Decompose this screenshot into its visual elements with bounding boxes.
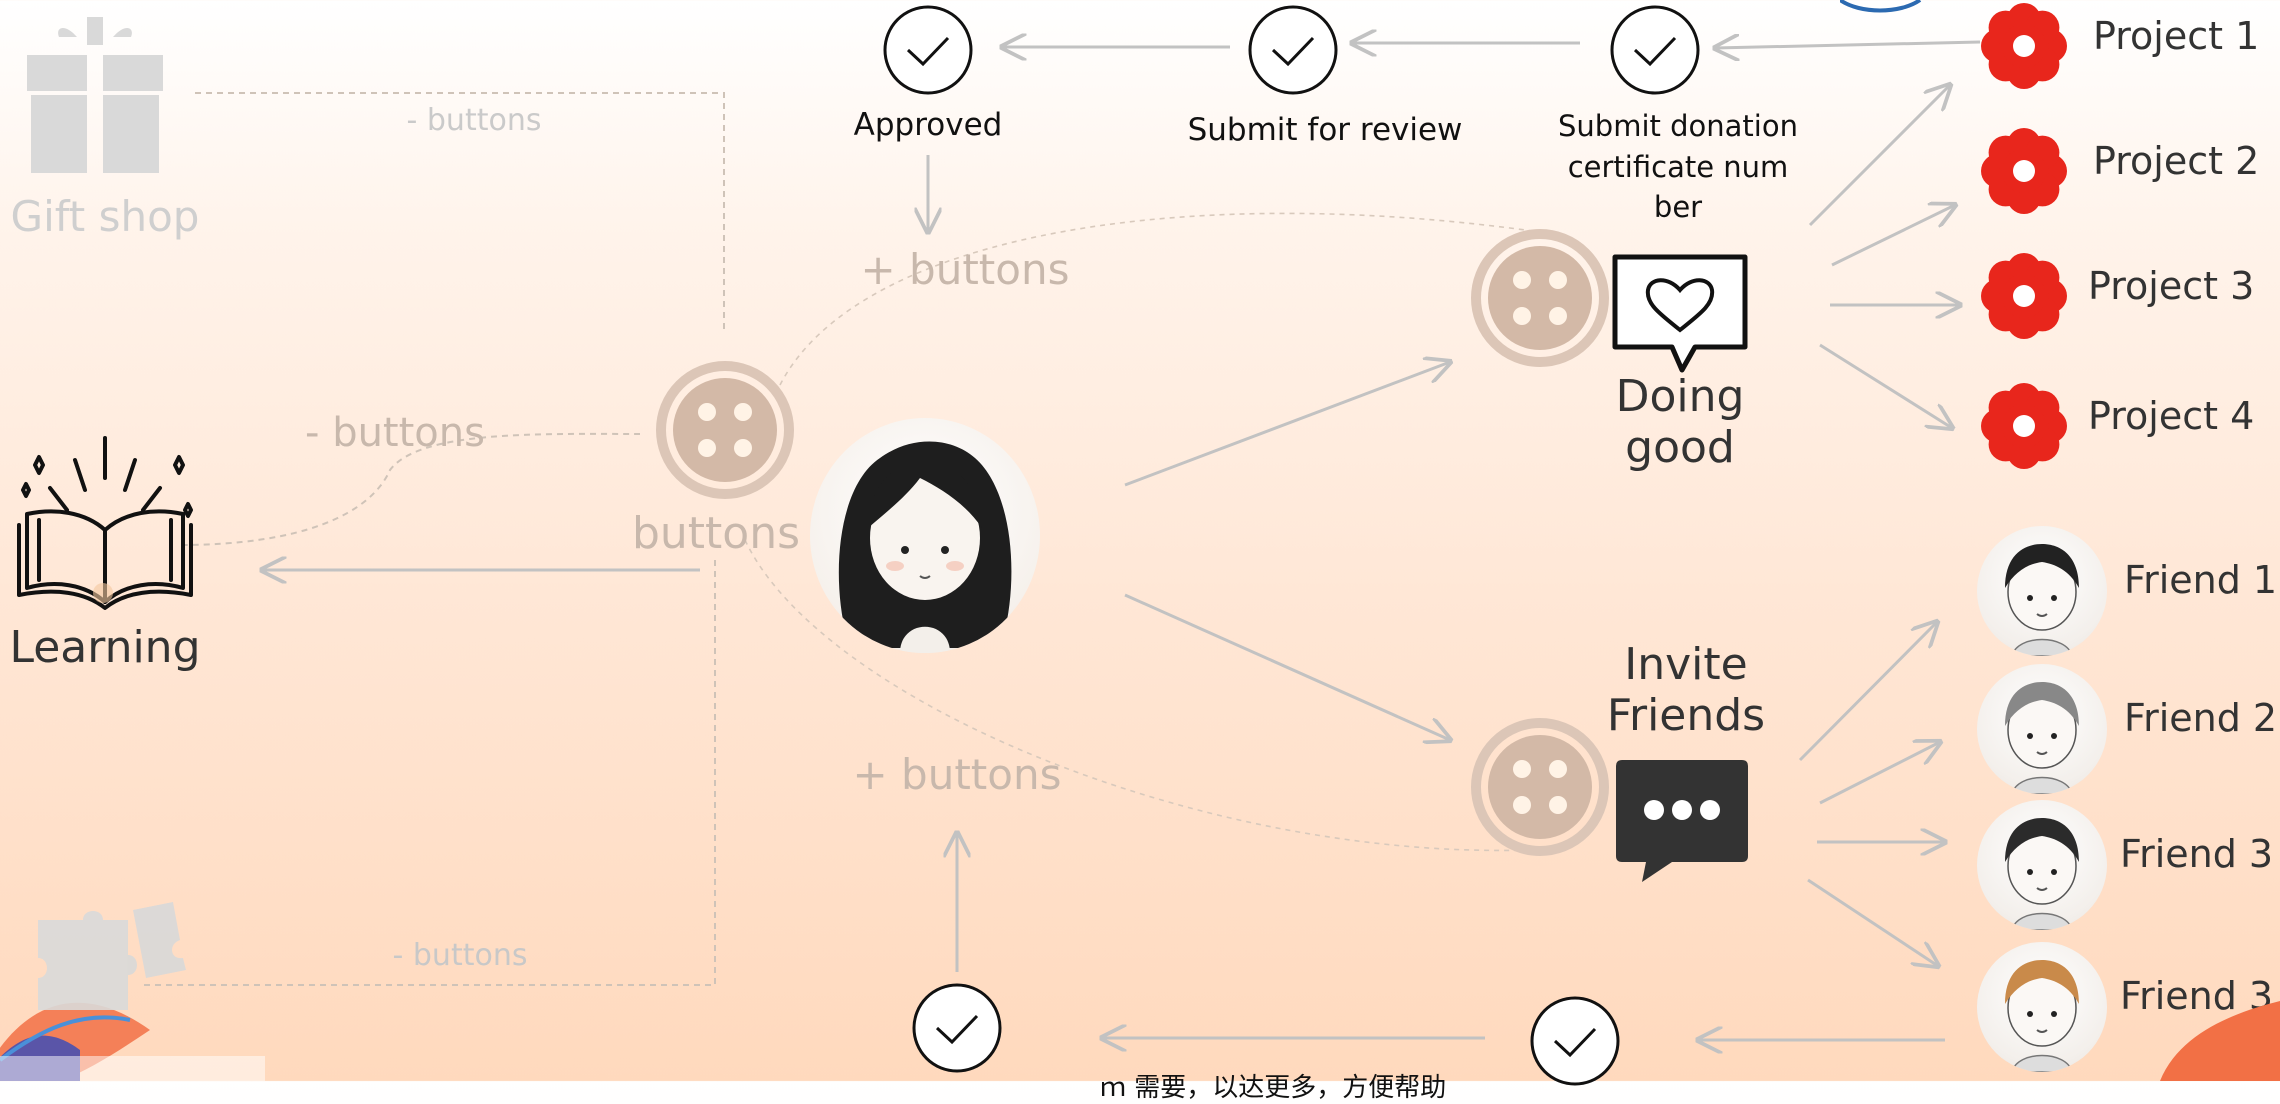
project-label[interactable]: Project 1 — [2093, 14, 2260, 58]
flower-icon — [1981, 383, 2067, 469]
learning-dashed-connector — [179, 432, 641, 546]
doing-good-label[interactable]: Doing good — [1615, 371, 1745, 473]
flow-step-submit-certificate: Submit donation certificate num ber — [1558, 109, 1798, 225]
flower-icon — [1981, 3, 2067, 89]
flower-icon — [1981, 128, 2067, 214]
doing-good-button-icon[interactable] — [1470, 228, 1610, 368]
arrow-to-project-4 — [1819, 343, 1952, 428]
project-label[interactable]: Project 2 — [2093, 139, 2260, 183]
plus-buttons-arc-top — [779, 212, 1561, 386]
hub-button-icon[interactable] — [655, 360, 795, 500]
certificate-check-icon — [1610, 5, 1700, 95]
arrow-center-to-doing-good — [1124, 362, 1450, 487]
gift-shop-label[interactable]: Gift shop — [10, 192, 200, 241]
friend-label[interactable]: Friend 1 — [2124, 558, 2278, 602]
connector-layer — [140, 0, 1981, 1081]
arrow-to-project-2 — [1831, 205, 1955, 267]
review-check-icon — [1248, 5, 1338, 95]
friend-avatar[interactable] — [1977, 800, 2107, 930]
chat-bubble-icon — [1616, 760, 1748, 882]
corner-decoration-bottom-left — [0, 960, 280, 1081]
arrow-to-friend-2 — [1819, 742, 1940, 805]
project-label[interactable]: Project 3 — [2088, 264, 2255, 308]
learning-edge-label: - buttons — [305, 410, 485, 456]
invite-plus-label: + buttons — [852, 750, 1062, 799]
invite-friends-button-icon[interactable] — [1470, 717, 1610, 857]
gift-icon — [27, 17, 163, 173]
puzzle-icon — [38, 902, 186, 1010]
arrow-to-friend-4 — [1807, 878, 1938, 966]
girl-avatar — [810, 418, 1040, 653]
approved-check-icon — [883, 5, 973, 95]
friend-label[interactable]: Friend 3 — [2120, 832, 2274, 876]
flow-step-approved: Approved — [853, 107, 1003, 143]
invite-check-icon-left — [912, 983, 1002, 1073]
gift-shop-dashed-connector — [195, 92, 725, 330]
invite-flow-bottom-text: ｍ 需要，以达更多，方便帮助 — [1100, 1073, 1447, 1103]
arrow-project-to-submit-cert — [1715, 42, 1981, 48]
doing-good-plus-label: + buttons — [860, 245, 1070, 294]
friend-avatar[interactable] — [1977, 526, 2107, 656]
flow-step-submit-review: Submit for review — [1187, 112, 1463, 148]
invite-friends-label[interactable]: Invite Friends — [1606, 639, 1766, 741]
learning-label[interactable]: Learning — [9, 622, 201, 673]
friend-avatar[interactable] — [1977, 664, 2107, 794]
puzzle-dashed-connector — [140, 560, 716, 986]
flower-icon — [1981, 253, 2067, 339]
puzzle-edge-label: - buttons — [392, 938, 528, 973]
friend-label[interactable]: Friend 2 — [2124, 696, 2278, 740]
corner-decoration-bottom-right — [2120, 991, 2280, 1081]
arrow-to-friend-1 — [1798, 622, 1937, 762]
gift-shop-edge-label: - buttons — [406, 103, 542, 138]
open-book-icon — [17, 436, 193, 610]
project-label[interactable]: Project 4 — [2088, 394, 2255, 438]
hub-label: buttons — [631, 508, 801, 559]
arrow-to-project-1 — [1808, 85, 1950, 227]
decorative-arc — [1840, 0, 1922, 13]
arrow-center-to-invite — [1124, 593, 1450, 740]
heart-speech-bubble-icon — [1612, 254, 1748, 373]
invite-check-icon-right — [1530, 996, 1620, 1086]
friend-avatar[interactable] — [1977, 942, 2107, 1072]
